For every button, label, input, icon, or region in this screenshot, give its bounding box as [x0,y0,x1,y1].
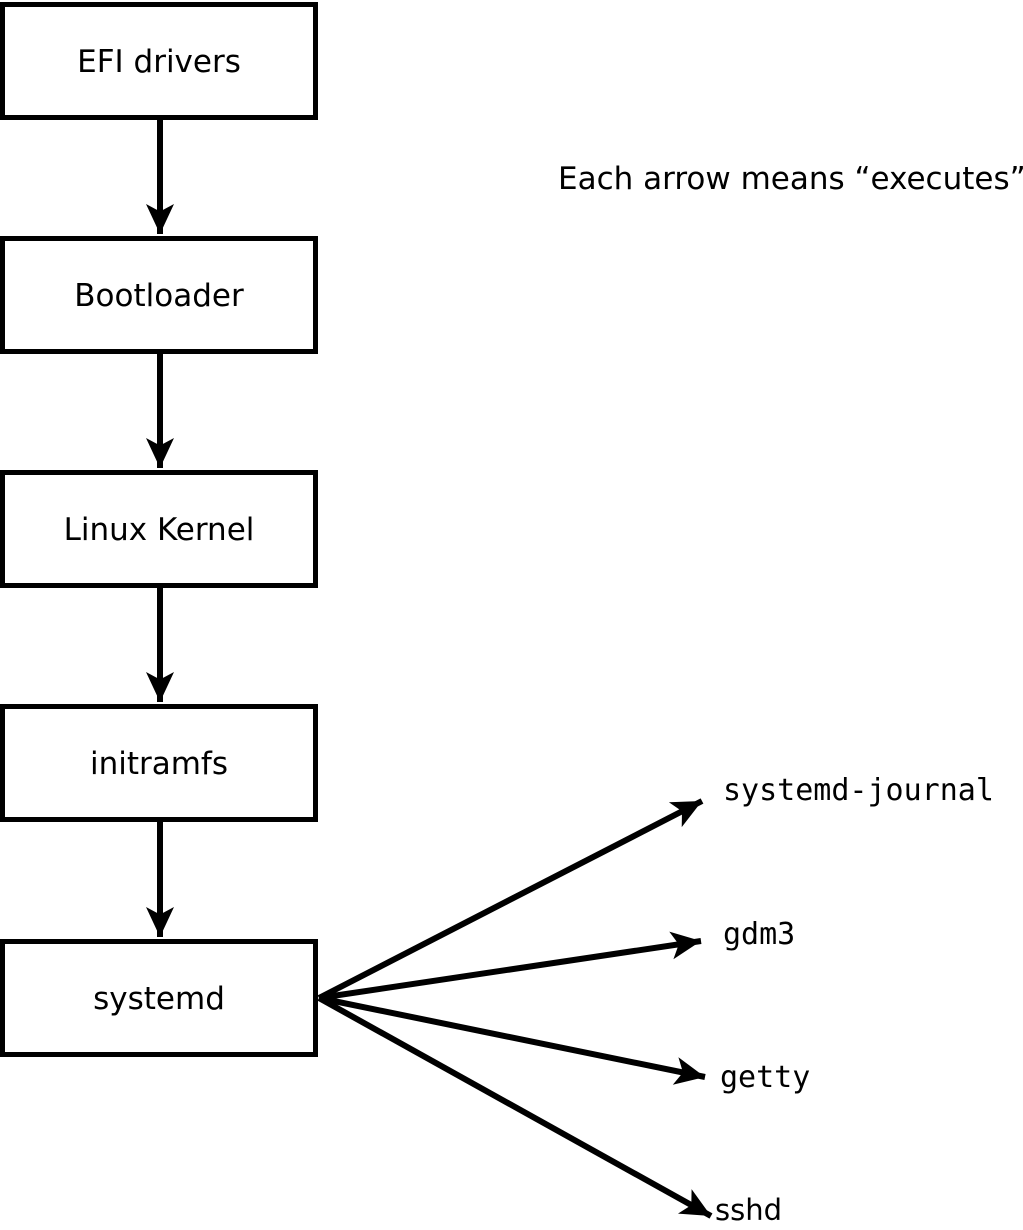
box-label-initramfs: initramfs [90,746,228,782]
target-label-gdm3: gdm3 [723,917,795,952]
box-efi-drivers [0,2,318,120]
box-label-bootloader: Bootloader [74,278,244,314]
arrow-systemd-to-systemd-journal [317,798,704,1001]
box-label-efi-drivers: EFI drivers [77,44,241,80]
target-label-sshd: sshd [715,1193,782,1227]
box-label-linux-kernel: Linux Kernel [64,512,255,548]
box-linux-kernel [0,470,318,588]
target-label-getty: getty [720,1060,810,1095]
arrow-systemd-to-sshd [317,995,713,1219]
arrow-systemd-to-gdm3 [318,931,702,1001]
arrow-systemd-to-getty [318,995,706,1085]
caption: Each arrow means “executes”. [558,161,1023,197]
target-label-systemd-journal: systemd-journal [723,773,994,808]
box-initramfs [0,704,318,822]
box-bootloader [0,236,318,354]
box-systemd [0,939,318,1057]
box-label-systemd: systemd [93,981,225,1017]
